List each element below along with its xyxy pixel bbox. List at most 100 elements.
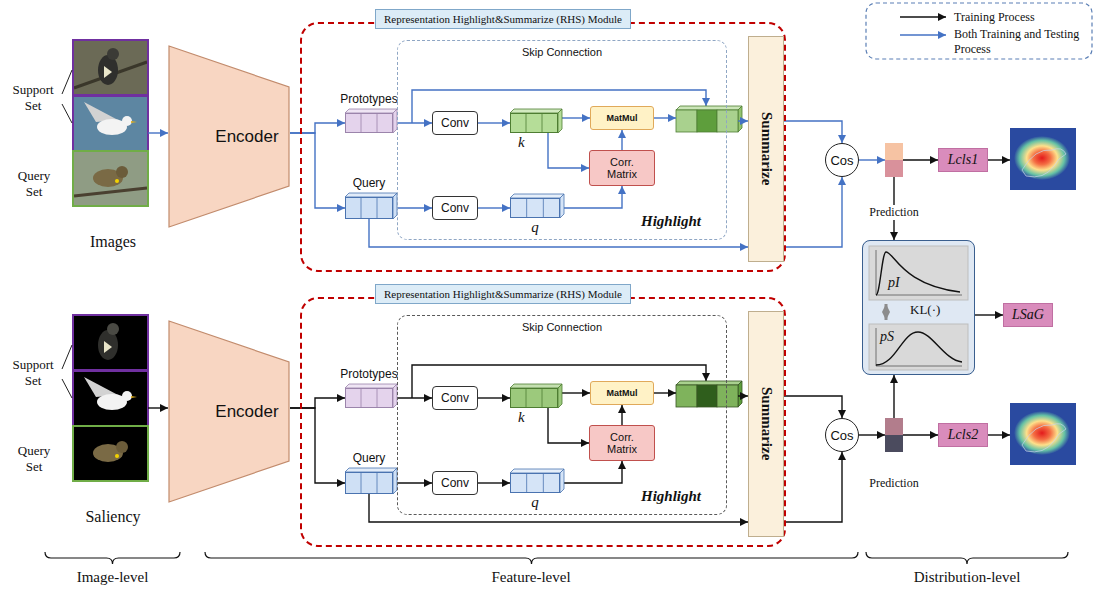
cosine-node: Cos <box>825 143 859 177</box>
flow-arrow <box>393 122 432 123</box>
heatmap <box>1010 128 1076 190</box>
rhs-module: Representation Highlight&Summarize (RHS)… <box>300 297 786 547</box>
flow-arrow <box>784 121 842 143</box>
node-label: Prototypes <box>340 92 397 106</box>
text-label: Support Set <box>6 357 60 388</box>
heatmap <box>1014 411 1070 455</box>
bird <box>122 391 132 401</box>
flow-arrow <box>859 434 885 435</box>
tensor-shape <box>345 388 393 408</box>
distribution-fill <box>862 240 975 375</box>
saliency-image <box>73 426 148 481</box>
flow-arrow <box>560 461 622 483</box>
node-label: Corr. Matrix <box>601 156 643 180</box>
tensor-shape <box>560 194 564 218</box>
plot-axis <box>876 250 962 295</box>
key-tensor: k <box>510 113 558 133</box>
bird <box>116 441 128 453</box>
tensor-shape <box>510 109 562 113</box>
node-label: Prediction <box>867 476 920 491</box>
node-label: k <box>518 410 525 425</box>
tensor-shape <box>361 113 377 133</box>
node-label: Prototypes <box>340 367 397 381</box>
tensor-shape <box>346 114 393 133</box>
bird-outline <box>1022 149 1066 177</box>
bird <box>104 341 112 353</box>
bird-outline <box>1022 424 1066 452</box>
saliency-image <box>73 371 148 426</box>
node-label: Lcls2 <box>948 427 978 443</box>
image-border <box>73 151 148 206</box>
rhs-module: Representation Highlight&Summarize (RHS)… <box>300 22 786 272</box>
tensor-shape <box>511 114 558 133</box>
tensor-shape <box>510 198 560 218</box>
node-label: Summarize <box>758 387 775 460</box>
text-label: Distribution-level <box>862 568 1072 586</box>
prediction-cell <box>885 418 903 435</box>
image-border <box>73 40 148 95</box>
output-tensor <box>717 385 738 407</box>
text-label: Support Set <box>6 82 60 113</box>
prediction-cell <box>885 160 903 177</box>
flow-arrow <box>558 392 590 393</box>
tensor-shape <box>346 198 393 219</box>
matmul-box: MatMul <box>590 381 654 405</box>
tensor-shape <box>510 473 560 493</box>
brace <box>866 552 1068 564</box>
flow-arrow <box>893 375 894 418</box>
tensor-shape <box>510 469 564 473</box>
node-label: Conv <box>441 476 469 490</box>
node-label: MatMul <box>607 388 638 398</box>
flow-arrow <box>738 395 748 396</box>
summarize-block: Summarize <box>748 36 784 262</box>
output-tensor <box>676 110 697 132</box>
legend-text: Training Process <box>954 10 1086 25</box>
bird <box>122 116 132 126</box>
legend-sample <box>900 16 946 17</box>
tensor-shape <box>511 389 558 408</box>
heatmap <box>1014 136 1070 180</box>
tensor-shape <box>346 473 393 494</box>
prototype-tensor: Prototypes <box>345 388 393 408</box>
tensor-shape <box>345 197 393 219</box>
tensor-shape <box>361 472 377 494</box>
node-label: Conv <box>441 116 469 130</box>
legend-sample <box>900 34 946 35</box>
node-label: Representation Highlight&Summarize (RHS)… <box>375 9 631 29</box>
tensor-shape <box>527 473 544 493</box>
output-tensor <box>717 110 738 132</box>
node-label: Skip Connection <box>522 321 602 333</box>
plot-panel <box>869 324 968 370</box>
brace <box>45 552 180 564</box>
prototype-tensor: Prototypes <box>345 113 393 133</box>
support-image <box>73 96 148 151</box>
node-label: Highlight <box>641 488 701 505</box>
loss-box: LSaG <box>1003 303 1053 327</box>
corr-matrix-box: Corr. Matrix <box>589 425 655 461</box>
encoder-shape <box>169 321 289 502</box>
tensor-shape <box>345 193 397 197</box>
flow-arrow <box>784 177 842 247</box>
encoder-shape <box>169 46 289 227</box>
saliency-image <box>73 315 148 370</box>
flow-arrow <box>548 133 589 168</box>
output-tensor <box>676 385 697 407</box>
legend-text: Both Training and Testing Process <box>954 27 1086 57</box>
tensor-shape <box>345 113 393 133</box>
conv-box: Conv <box>432 471 478 495</box>
text-label: Query Set <box>8 443 60 474</box>
prediction-cell <box>885 435 903 452</box>
bird <box>116 166 128 178</box>
conv-box: Conv <box>432 196 478 220</box>
flow-arrow <box>654 392 676 393</box>
node-label: Encoder <box>215 402 278 422</box>
node-label: Skip Connection <box>522 46 602 58</box>
conv-box: Conv <box>432 111 478 135</box>
flow-arrow <box>478 482 510 483</box>
flow-arrow <box>988 434 1010 435</box>
node-label: Cos <box>830 153 853 168</box>
module-outline <box>300 297 786 547</box>
tensor-shape <box>345 468 397 472</box>
flow-arrow <box>290 408 345 483</box>
cosine-node: Cos <box>825 418 859 452</box>
